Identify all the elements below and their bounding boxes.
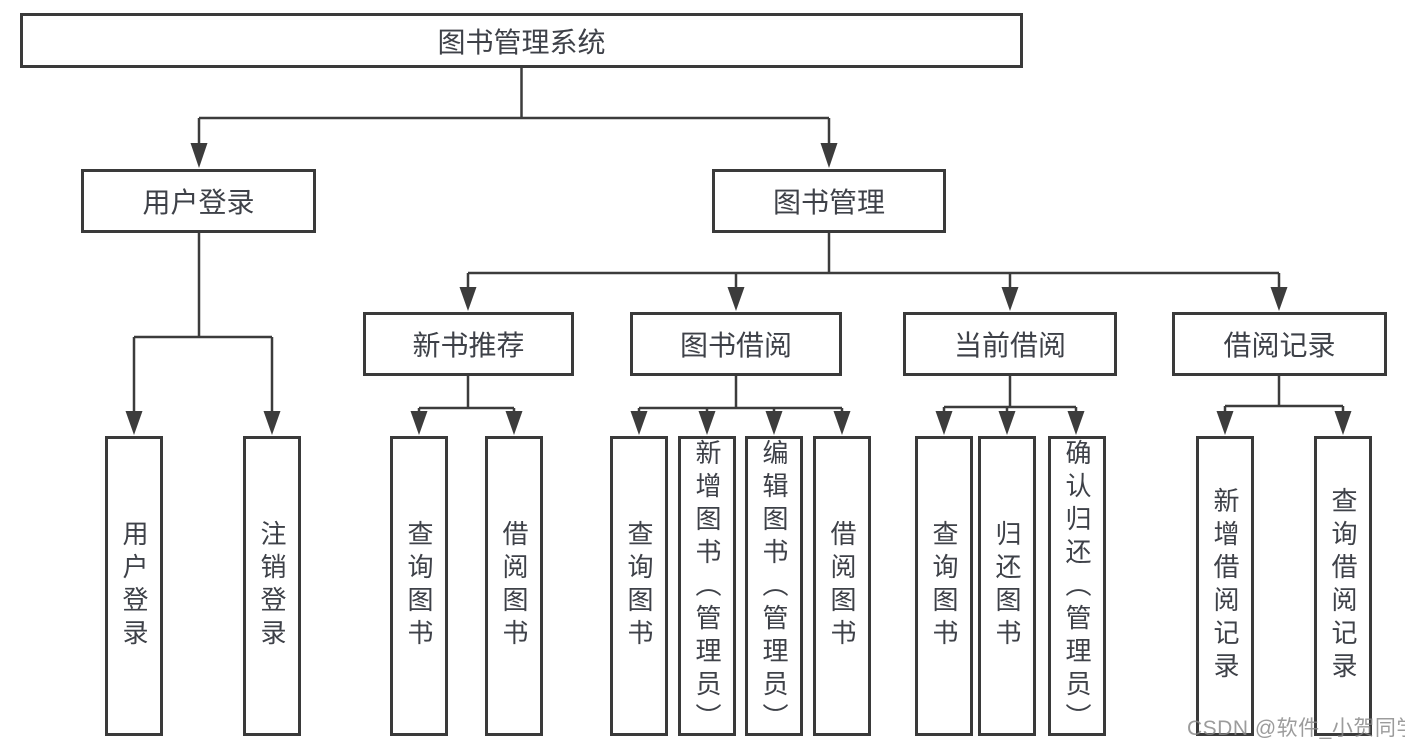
leaf-return-books: 归还图书: [978, 436, 1036, 736]
node-current-borrow: 当前借阅: [903, 312, 1117, 376]
leaf-borrow-books-recommend: 借阅图书: [485, 436, 543, 736]
leaf-edit-books-admin: 编辑图书（管理员）: [745, 436, 803, 736]
node-book-management: 图书管理: [712, 169, 946, 233]
leaf-query-books-recommend: 查询图书: [390, 436, 448, 736]
leaf-confirm-return-admin: 确认归还（管理员）: [1048, 436, 1106, 736]
leaf-logout: 注销登录: [243, 436, 301, 736]
node-book-borrow: 图书借阅: [630, 312, 842, 376]
leaf-add-borrow-record: 新增借阅记录: [1196, 436, 1254, 736]
node-library-management-system: 图书管理系统: [20, 13, 1023, 68]
node-borrow-records: 借阅记录: [1172, 312, 1387, 376]
csdn-watermark: CSDN @软件_小贺同学: [1187, 717, 1405, 740]
node-user-login: 用户登录: [81, 169, 316, 233]
leaf-add-books-admin: 新增图书（管理员）: [678, 436, 736, 736]
leaf-query-books-current: 查询图书: [915, 436, 973, 736]
leaf-user-login: 用户登录: [105, 436, 163, 736]
leaf-query-books-borrow: 查询图书: [610, 436, 668, 736]
leaf-query-borrow-record: 查询借阅记录: [1314, 436, 1372, 736]
leaf-borrow-books: 借阅图书: [813, 436, 871, 736]
node-new-book-recommend: 新书推荐: [363, 312, 574, 376]
